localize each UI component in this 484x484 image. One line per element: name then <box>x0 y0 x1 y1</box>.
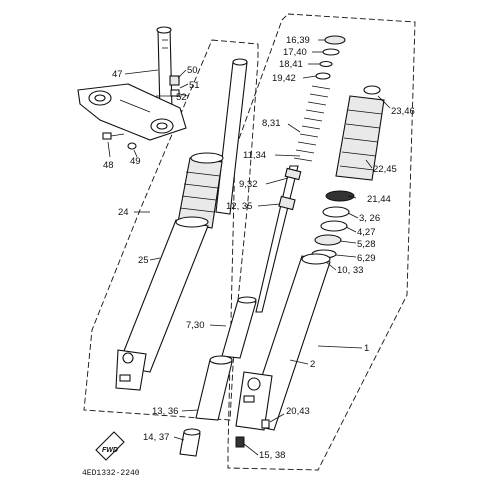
label-18-41: 18,41 <box>279 59 303 70</box>
label-25: 25 <box>138 255 149 266</box>
label-21-44: 21,44 <box>367 194 391 205</box>
label-23-46: 23,46 <box>391 106 415 117</box>
label-6-29: 6,29 <box>357 253 376 264</box>
label-2: 2 <box>310 359 315 370</box>
label-52: 52 <box>176 92 187 103</box>
label-5-28: 5,28 <box>357 239 376 250</box>
right-fork-internal-parts <box>179 35 346 457</box>
forward-direction-marker: FWD <box>95 431 125 461</box>
leader-lines <box>107 39 391 456</box>
label-47: 47 <box>112 69 123 80</box>
label-11-34: 11,34 <box>243 150 266 161</box>
fork-spring <box>293 85 331 162</box>
left-fork-group-outline <box>83 39 259 421</box>
label-17-40: 17,40 <box>283 47 307 58</box>
label-12-35: 12, 35 <box>226 201 252 212</box>
right-fork-group-outline <box>227 13 416 471</box>
label-1: 1 <box>364 343 369 354</box>
label-48: 48 <box>103 160 114 171</box>
drawing-code: 4ED1332-2240 <box>82 469 140 478</box>
label-3-26: 3, 26 <box>359 213 380 224</box>
label-4-27: 4,27 <box>357 227 376 238</box>
callout-labels: 47 50 51 52 48 49 24 25 16,39 17,40 18,4… <box>103 35 415 461</box>
label-49: 49 <box>130 156 141 167</box>
label-14-37: 14, 37 <box>143 432 169 443</box>
label-51: 51 <box>189 80 200 91</box>
label-8-31: 8,31 <box>262 118 281 129</box>
label-7-30: 7,30 <box>186 320 205 331</box>
label-19-42: 19,42 <box>272 73 296 84</box>
label-24: 24 <box>118 207 129 218</box>
label-9-32: 9,32 <box>239 179 258 190</box>
label-15-38: 15, 38 <box>259 450 285 461</box>
label-16-39: 16,39 <box>286 35 310 46</box>
steering-stem-assembly <box>77 26 187 150</box>
label-50: 50 <box>187 65 198 76</box>
right-fork-outer-parts <box>235 85 385 448</box>
label-20-43: 20,43 <box>286 406 310 417</box>
label-13-36: 13, 36 <box>152 406 178 417</box>
label-10-33: 10, 33 <box>337 265 363 276</box>
label-22-45: 22,45 <box>373 164 397 175</box>
left-fork-leg <box>115 58 248 391</box>
fwd-label: FWD <box>102 447 118 454</box>
